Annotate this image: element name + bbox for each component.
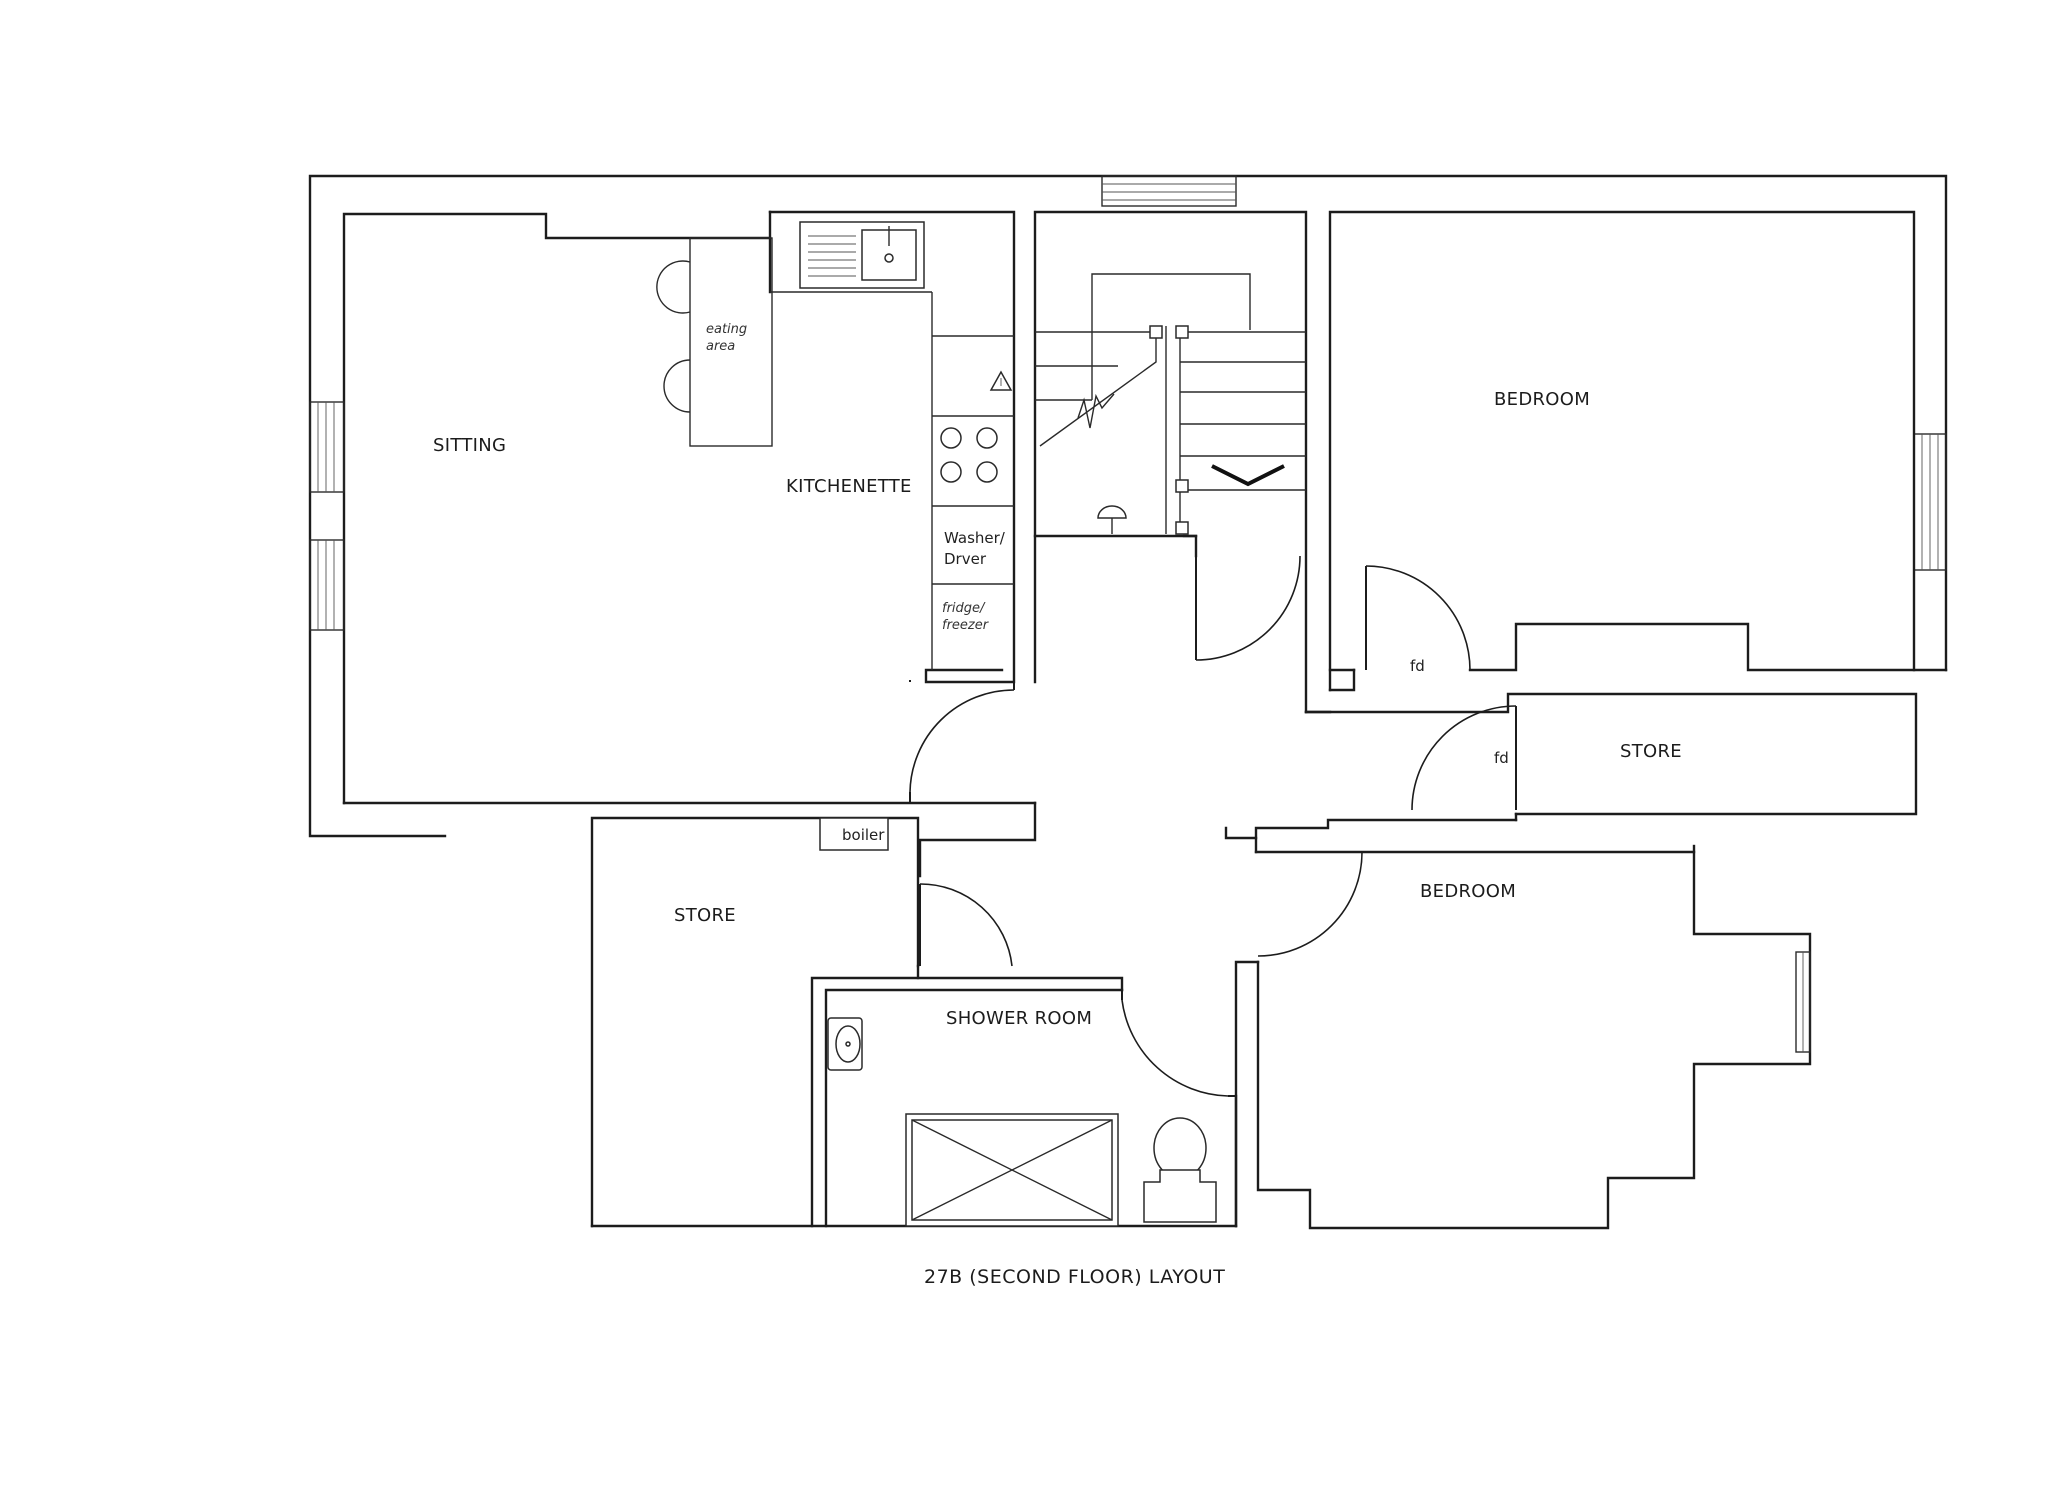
room-label-bedroom-1: BEDROOM (1494, 389, 1590, 410)
toilet-icon (1143, 1117, 1217, 1223)
room-label-store-left: STORE (674, 905, 736, 926)
eating-area-counter: eating area (656, 237, 773, 447)
bedroom-1-fire-door (1365, 565, 1471, 671)
room-label-sitting: SITTING (433, 435, 506, 456)
washer-label-1: Washer/ (944, 529, 1006, 547)
shower-room-walls (810, 960, 1260, 1228)
eating-area-label-2: area (706, 339, 735, 354)
hob-icon (940, 427, 998, 483)
warning-triangle-icon (989, 370, 1013, 391)
basin-icon (827, 1017, 863, 1071)
kitchen-sink (799, 221, 925, 289)
boiler: boiler (819, 817, 889, 851)
bedroom-2-door (1257, 851, 1363, 957)
store-right-walls (1224, 692, 1918, 840)
plan-caption: 27B (SECOND FLOOR) LAYOUT (924, 1266, 1225, 1288)
room-label-bedroom-2: BEDROOM (1420, 881, 1516, 902)
kitchen-walls (768, 210, 1016, 684)
room-label-store-right: STORE (1620, 741, 1682, 762)
outer-walls (308, 174, 1948, 838)
window-left-upper (309, 401, 345, 493)
store-left-door (919, 883, 1013, 967)
bedroom-2-walls (1254, 836, 1812, 1230)
room-label-kitchenette: KITCHENETTE (786, 476, 912, 497)
stair-door (1195, 555, 1301, 661)
washer-label-2: Drver (944, 550, 987, 568)
fridge-label-2: freezer (942, 618, 990, 633)
window-left-lower (309, 539, 345, 631)
shower-tray-icon (905, 1113, 1119, 1227)
window-right-bedroom (1913, 433, 1947, 571)
eating-area-label-1: eating (706, 322, 747, 337)
sitting-room-door (909, 680, 1015, 803)
shower-room-door (1121, 990, 1236, 1097)
boiler-label: boiler (842, 826, 885, 844)
store-right-fire-door (1411, 705, 1517, 811)
fire-door-label-1: fd (1410, 657, 1425, 675)
room-label-shower-room: SHOWER ROOM (946, 1008, 1092, 1029)
fire-door-label-2: fd (1494, 749, 1509, 767)
bedroom-1-walls (1304, 210, 1948, 714)
stairwell (1033, 210, 1308, 714)
fridge-label-1: fridge/ (942, 601, 986, 616)
bedroom-2-window (1795, 951, 1811, 1053)
window-top (1101, 175, 1237, 207)
